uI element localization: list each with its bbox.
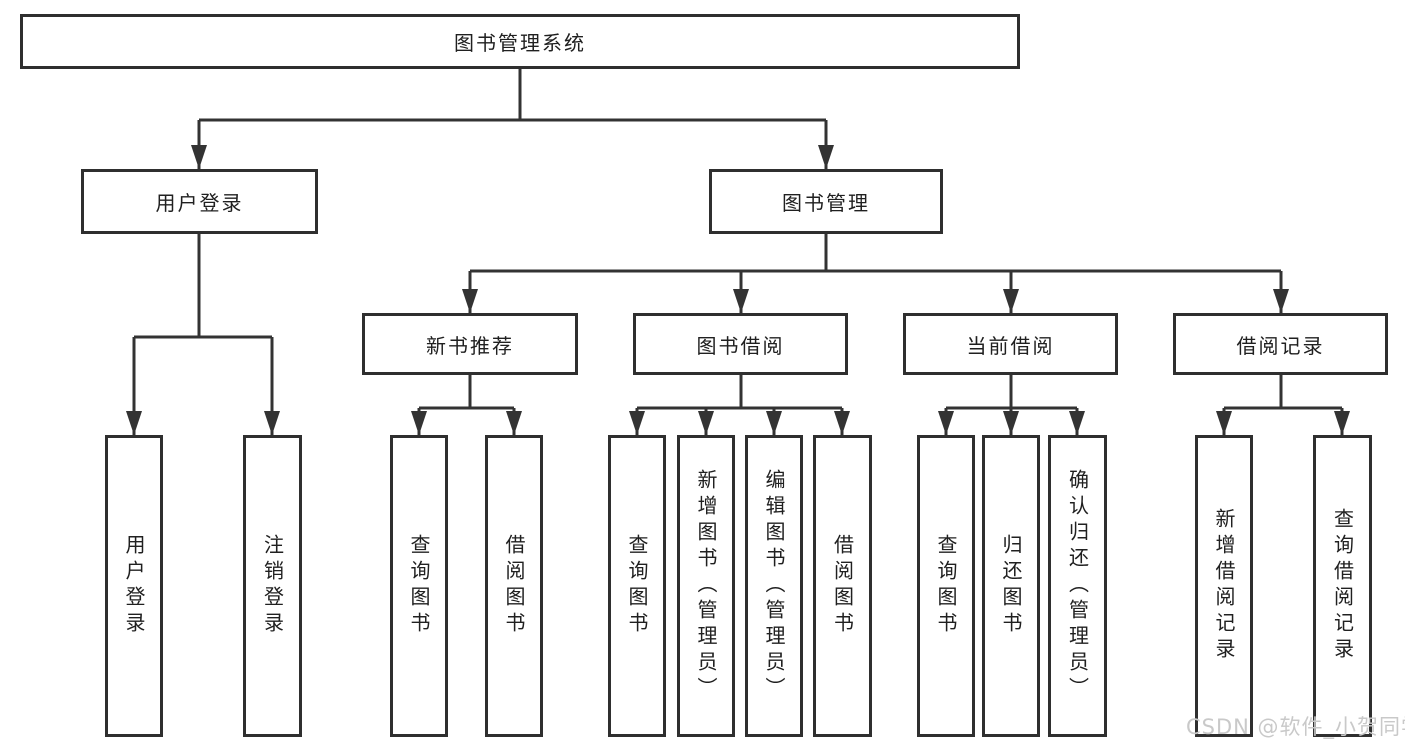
leaf-current-query: 查询图书 — [917, 435, 975, 737]
node-user-login-label: 用户登录 — [155, 191, 244, 215]
leaf-logout: 注销登录 — [243, 435, 302, 737]
leaf-newbook-borrow: 借阅图书 — [485, 435, 543, 737]
leaf-borrow-query-label: 查询图书 — [625, 534, 649, 638]
leaf-current-query-label: 查询图书 — [934, 534, 958, 638]
leaf-current-confirm-admin: 确认归还（管理员） — [1048, 435, 1107, 737]
node-book-management: 图书管理 — [709, 169, 943, 234]
leaf-borrow-add-admin-label: 新增图书（管理员） — [694, 469, 718, 703]
leaf-records-add-label: 新增借阅记录 — [1212, 508, 1236, 664]
node-borrow-records: 借阅记录 — [1173, 313, 1388, 375]
leaf-current-confirm-admin-label: 确认归还（管理员） — [1065, 469, 1090, 703]
node-book-borrow: 图书借阅 — [633, 313, 848, 375]
leaf-borrow-book-label: 借阅图书 — [830, 534, 855, 638]
node-current-borrow: 当前借阅 — [903, 313, 1118, 375]
leaf-newbook-borrow-label: 借阅图书 — [502, 534, 526, 638]
leaf-borrow-add-admin: 新增图书（管理员） — [677, 435, 735, 737]
leaf-borrow-book: 借阅图书 — [813, 435, 872, 737]
leaf-newbook-query-label: 查询图书 — [407, 534, 431, 638]
node-borrow-records-label: 借阅记录 — [1236, 333, 1325, 358]
leaf-current-return: 归还图书 — [982, 435, 1040, 737]
leaf-records-add: 新增借阅记录 — [1195, 435, 1253, 737]
node-current-borrow-label: 当前借阅 — [966, 333, 1055, 358]
leaf-user-login: 用户登录 — [105, 435, 163, 737]
leaf-logout-label: 注销登录 — [260, 534, 285, 638]
leaf-records-query: 查询借阅记录 — [1313, 435, 1372, 737]
tree-connector-lines — [132, 68, 1344, 435]
node-new-book-recommend-label: 新书推荐 — [426, 333, 514, 358]
node-book-borrow-label: 图书借阅 — [696, 333, 785, 358]
leaf-current-return-label: 归还图书 — [999, 534, 1023, 638]
leaf-newbook-query: 查询图书 — [390, 435, 448, 737]
leaf-user-login-label: 用户登录 — [122, 534, 146, 638]
tree-arrowhead-icons — [126, 145, 1350, 435]
csdn-watermark: CSDN @软件_小贺同学 — [1186, 715, 1405, 739]
node-book-management-label: 图书管理 — [782, 191, 870, 215]
leaf-borrow-edit-admin-label: 编辑图书（管理员） — [762, 469, 786, 703]
node-user-login: 用户登录 — [81, 169, 318, 234]
leaf-records-query-label: 查询借阅记录 — [1330, 508, 1355, 664]
node-new-book-recommend: 新书推荐 — [362, 313, 578, 375]
node-root-label: 图书管理系统 — [454, 31, 586, 55]
leaf-borrow-query: 查询图书 — [608, 435, 666, 737]
node-root: 图书管理系统 — [20, 14, 1020, 69]
leaf-borrow-edit-admin: 编辑图书（管理员） — [745, 435, 803, 737]
